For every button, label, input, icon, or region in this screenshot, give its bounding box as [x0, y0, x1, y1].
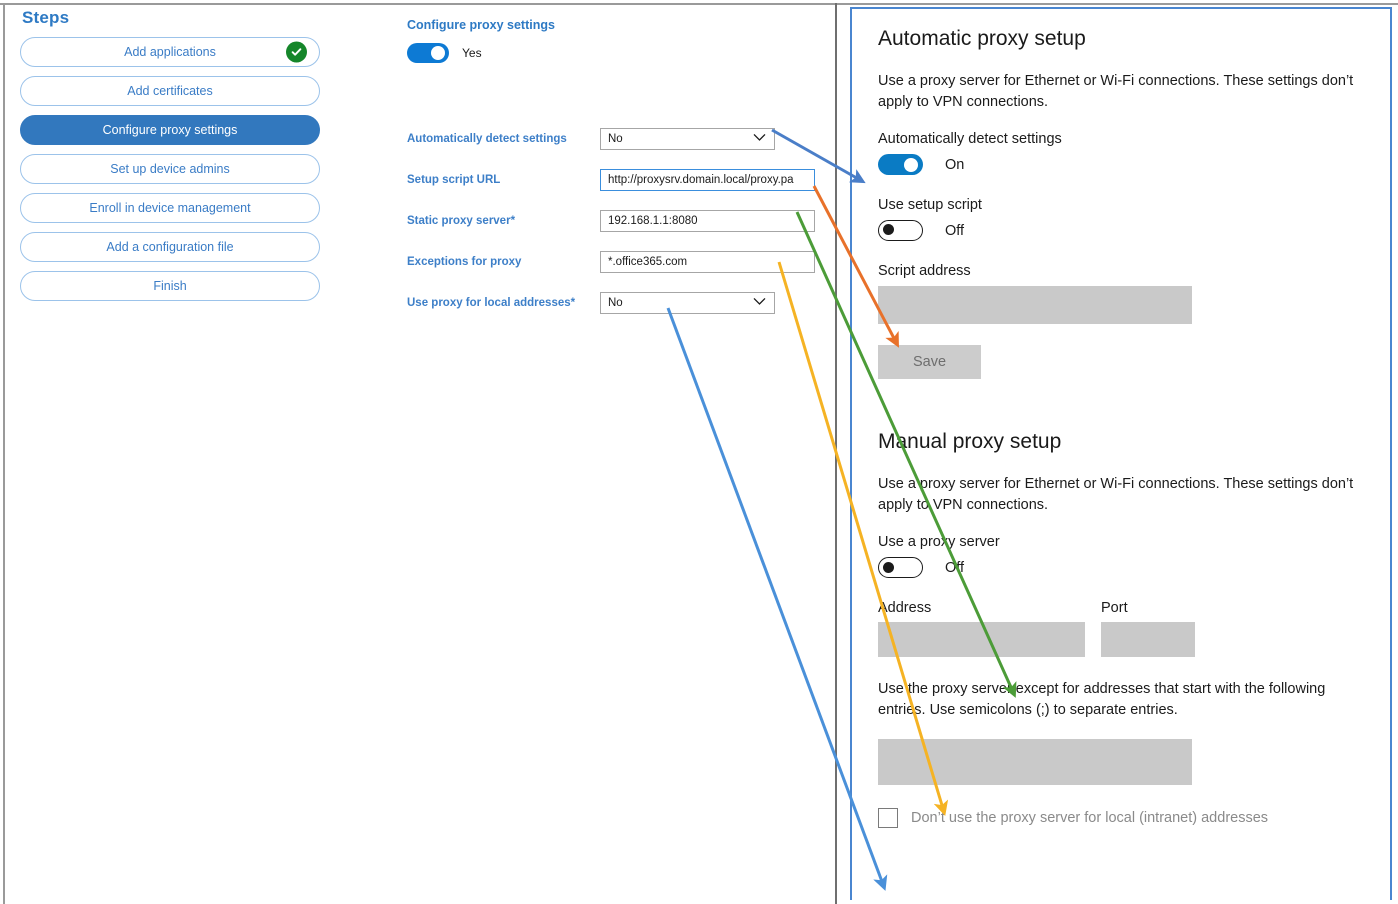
step-label: Set up device admins: [110, 162, 230, 176]
field-label: Use proxy for local addresses*: [407, 297, 576, 309]
exceptions-input[interactable]: [878, 739, 1192, 786]
toggle-switch-on[interactable]: [407, 43, 449, 63]
steps-title: Steps: [22, 8, 70, 27]
step-label: Add a configuration file: [106, 240, 234, 254]
address-label: Address: [878, 600, 932, 617]
script-address-label: Script address: [878, 263, 971, 280]
port-column: Port: [1101, 600, 1195, 658]
field-row-static-proxy-server: Static proxy server* 192.168.1.1:8080: [407, 210, 817, 232]
field-row-setup-script-url: Setup script URL http://proxysrv.domain.…: [407, 169, 817, 191]
automatically-detect-settings-select[interactable]: No: [600, 128, 775, 150]
step-label: Add certificates: [127, 84, 213, 98]
input-value: *.office365.com: [608, 256, 688, 268]
step-item-add-a-configuration-file[interactable]: Add a configuration file: [20, 232, 320, 262]
toggle-state-label: On: [945, 156, 965, 173]
step-item-finish[interactable]: Finish: [20, 271, 320, 301]
auto-detect-settings-toggle[interactable]: On: [878, 154, 1366, 176]
toggle-value-label: Yes: [462, 46, 482, 60]
bypass-local-addresses-row[interactable]: Don’t use the proxy server for local (in…: [878, 808, 1366, 829]
toggle-knob: [883, 561, 894, 573]
toggle-knob: [904, 157, 918, 172]
exceptions-for-proxy-input[interactable]: *.office365.com: [600, 251, 815, 273]
automatic-proxy-description: Use a proxy server for Ethernet or Wi-Fi…: [878, 73, 1354, 110]
field-row-automatically-detect-settings: Automatically detect settings No: [407, 128, 817, 150]
check-circle-icon: [286, 41, 307, 63]
bypass-local-addresses-label: Don’t use the proxy server for local (in…: [911, 810, 1269, 827]
save-button[interactable]: Save: [878, 345, 981, 380]
use-proxy-for-local-addresses-select[interactable]: No: [600, 292, 775, 314]
step-item-add-applications[interactable]: Add applications: [20, 37, 320, 67]
field-label: Static proxy server*: [407, 215, 516, 227]
windows-proxy-settings-panel: Automatic proxy setup Use a proxy server…: [850, 7, 1392, 900]
required-marker: *: [510, 215, 516, 227]
address-input[interactable]: [878, 622, 1085, 658]
field-row-use-proxy-for-local-addresses: Use proxy for local addresses* No: [407, 292, 817, 314]
form-heading: Configure proxy settings: [407, 18, 555, 32]
field-row-exceptions-for-proxy: Exceptions for proxy *.office365.com: [407, 251, 817, 273]
address-port-row: Address Port: [878, 600, 1366, 658]
step-item-enroll-in-device-management[interactable]: Enroll in device management: [20, 193, 320, 223]
use-setup-script-toggle[interactable]: Off: [878, 220, 1366, 242]
static-proxy-server-input[interactable]: 192.168.1.1:8080: [600, 210, 815, 232]
input-value: 192.168.1.1:8080: [608, 215, 698, 227]
toggle-state-label: Off: [945, 222, 965, 239]
required-marker: *: [570, 297, 576, 309]
use-setup-script-label: Use setup script: [878, 197, 982, 214]
automatic-proxy-setup-heading: Automatic proxy setup: [878, 27, 1086, 50]
configure-proxy-form-fields: Automatically detect settings No Setup s…: [407, 128, 817, 333]
step-item-configure-proxy-settings[interactable]: Configure proxy settings: [20, 115, 320, 145]
manual-proxy-setup-heading: Manual proxy setup: [878, 430, 1062, 454]
checkbox-unchecked-icon[interactable]: [878, 808, 898, 829]
step-label: Configure proxy settings: [102, 123, 238, 137]
field-label: Setup script URL: [407, 174, 501, 186]
step-item-set-up-device-admins[interactable]: Set up device admins: [20, 154, 320, 184]
script-address-input[interactable]: [878, 286, 1192, 325]
setup-script-url-input[interactable]: http://proxysrv.domain.local/proxy.pa: [600, 169, 815, 191]
input-value: http://proxysrv.domain.local/proxy.pa: [608, 174, 794, 186]
top-divider-rule: [0, 3, 1398, 5]
toggle-switch-on[interactable]: [878, 154, 923, 176]
toggle-knob: [431, 46, 445, 60]
field-label: Automatically detect settings: [407, 133, 567, 145]
field-label: Exceptions for proxy: [407, 256, 522, 268]
port-label: Port: [1101, 600, 1128, 617]
toggle-switch-off[interactable]: [878, 220, 923, 242]
port-input[interactable]: [1101, 622, 1195, 658]
auto-detect-settings-label: Automatically detect settings: [878, 131, 1062, 148]
toggle-knob: [883, 224, 894, 236]
chevron-down-icon: [753, 133, 766, 145]
step-label: Enroll in device management: [89, 201, 251, 215]
chevron-down-icon: [753, 297, 766, 309]
exceptions-description: Use the proxy server except for addresse…: [878, 681, 1326, 718]
configure-proxy-toggle[interactable]: Yes: [407, 43, 817, 63]
step-label: Add applications: [124, 45, 216, 59]
steps-panel: Steps Add applications Add certificates …: [20, 8, 320, 310]
manual-proxy-description: Use a proxy server for Ethernet or Wi-Fi…: [878, 476, 1354, 513]
configure-proxy-form-header: Configure proxy settings Yes: [407, 18, 817, 63]
use-a-proxy-server-toggle[interactable]: Off: [878, 557, 1366, 579]
step-label: Finish: [153, 279, 187, 293]
use-a-proxy-server-label: Use a proxy server: [878, 534, 1000, 551]
select-value: No: [608, 133, 623, 145]
left-divider-rule: [3, 3, 5, 904]
select-value: No: [608, 297, 623, 309]
step-item-add-certificates[interactable]: Add certificates: [20, 76, 320, 106]
toggle-switch-off[interactable]: [878, 557, 923, 579]
address-column: Address: [878, 600, 1085, 658]
center-divider-rule: [835, 3, 837, 904]
toggle-state-label: Off: [945, 559, 965, 576]
